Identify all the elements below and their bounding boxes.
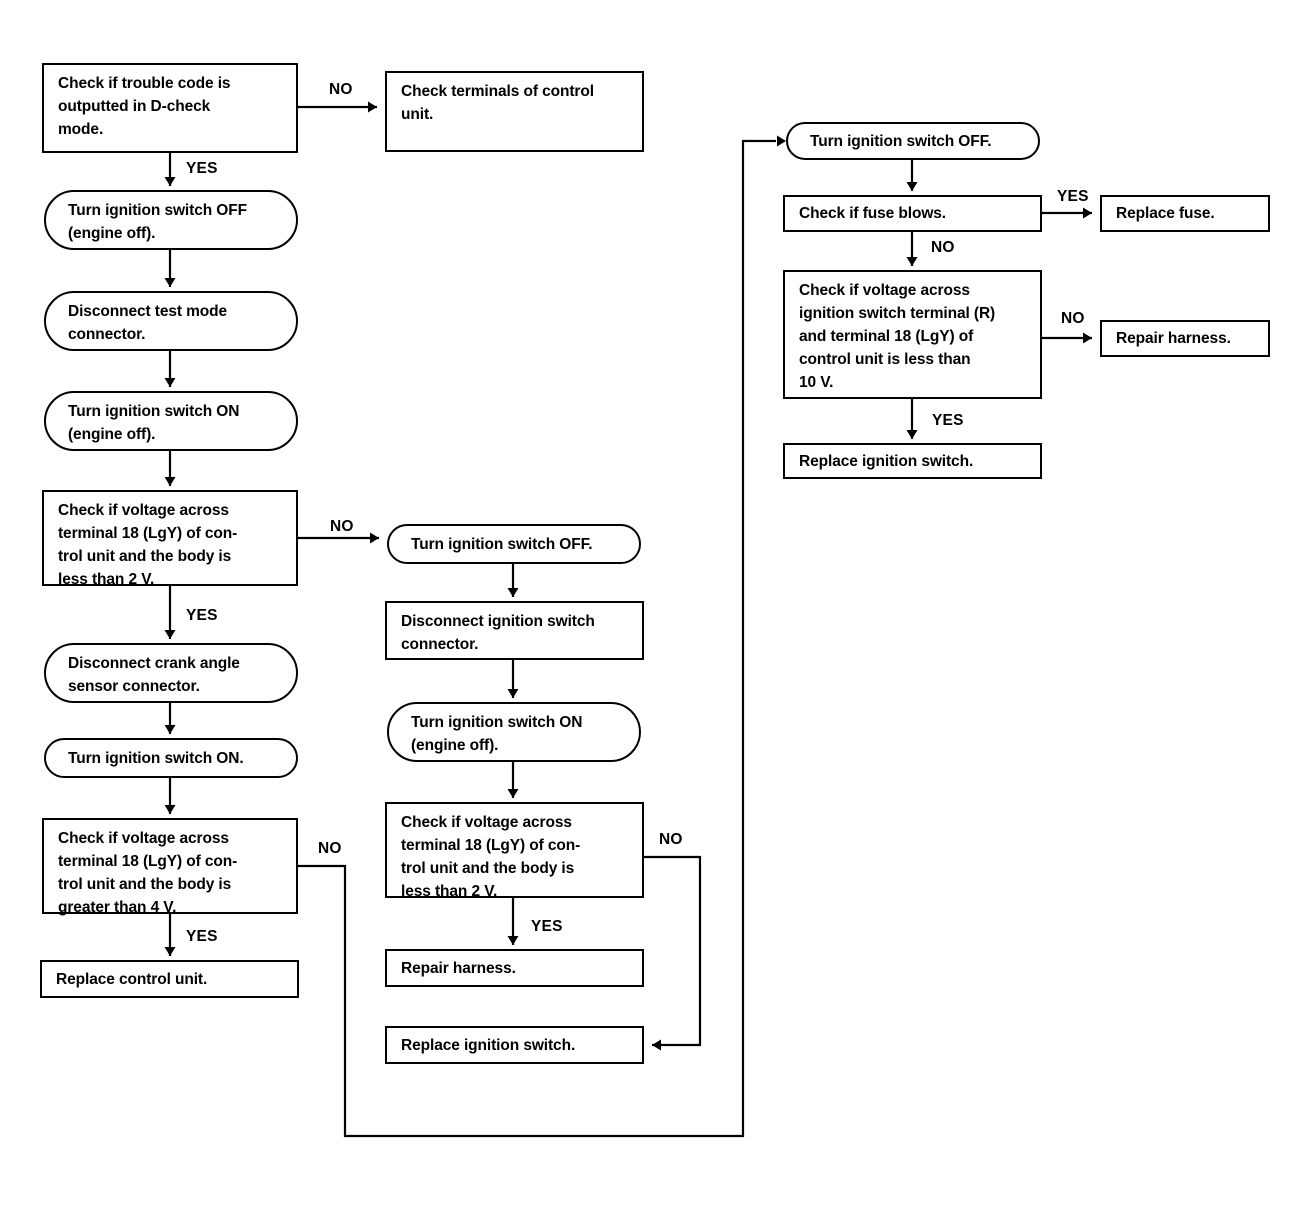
connector-check-4v-no-loop-tail — [741, 139, 776, 145]
connector-check-4v-to-replace-cu-arrowhead — [164, 947, 176, 956]
repair-harness-right-box: Repair harness. — [1100, 320, 1270, 357]
connector-ignition-off-to-disconnect-arrowhead — [164, 278, 176, 287]
disconnect-test-mode-connector-pill: Disconnect test mode connector. — [44, 291, 298, 351]
connector-ignition-off-mid-to-disconnect-arrowhead — [507, 588, 519, 597]
disconnect-crank-angle-sensor-pill: Disconnect crank angle sensor connector. — [44, 643, 298, 703]
turn-ignition-on-engine-off-pill: Turn ignition switch ON (engine off). — [44, 391, 298, 451]
connector-disconnect-to-ignition-on-arrowhead — [164, 378, 176, 387]
disconnect-ignition-switch-connector-box: Disconnect ignition switch connector. — [385, 601, 644, 660]
connector-check-2v-to-crank-sensor-arrowhead — [164, 630, 176, 639]
edge-label-yes-voltage-4v: YES — [186, 928, 218, 945]
edge-label-yes-trouble-code: YES — [186, 160, 218, 177]
connector-ignition-on-mid-to-check-2v-arrowhead — [507, 789, 519, 798]
check-trouble-code-box: Check if trouble code is outputted in D-… — [42, 63, 298, 153]
connector-check-2v-mid-to-repair-arrowhead — [507, 936, 519, 945]
edge-label-no-fuse-blows: NO — [931, 239, 955, 256]
turn-ignition-off-right-pill: Turn ignition switch OFF. — [786, 122, 1040, 160]
turn-ignition-on-engine-off-middle-pill: Turn ignition switch ON (engine off). — [387, 702, 641, 762]
turn-ignition-off-middle-pill: Turn ignition switch OFF. — [387, 524, 641, 564]
connector-check-2v-to-ignition-off-mid-arrowhead — [370, 532, 379, 544]
edge-label-yes-voltage-2v-left: YES — [186, 607, 218, 624]
edge-label-no-voltage-10v: NO — [1061, 310, 1085, 327]
connector-check-2v-mid-no-to-replace — [644, 855, 702, 1047]
replace-fuse-box: Replace fuse. — [1100, 195, 1270, 232]
edge-label-no-voltage-4v: NO — [318, 840, 342, 857]
connector-check-4v-no-loop-arrowhead — [777, 135, 786, 147]
edge-label-yes-voltage-10v: YES — [932, 412, 964, 429]
replace-ignition-switch-middle-box: Replace ignition switch. — [385, 1026, 644, 1064]
turn-ignition-on-pill: Turn ignition switch ON. — [44, 738, 298, 778]
check-voltage-less-than-2v-middle-box: Check if voltage across terminal 18 (LgY… — [385, 802, 644, 900]
edge-label-no-voltage-2v-mid: NO — [659, 831, 683, 848]
connector-trouble-code-to-ignition-off-arrowhead — [164, 177, 176, 186]
connector-ignition-on-to-check-4v-arrowhead — [164, 805, 176, 814]
edge-label-yes-fuse-blows: YES — [1057, 188, 1089, 205]
connector-crank-sensor-to-ignition-on-arrowhead — [164, 725, 176, 734]
edge-label-yes-voltage-2v-mid: YES — [531, 918, 563, 935]
check-voltage-less-than-10v-box: Check if voltage across ignition switch … — [783, 270, 1042, 399]
connector-check-2v-mid-no-to-replace-arrowhead — [652, 1039, 661, 1051]
replace-ignition-switch-right-box: Replace ignition switch. — [783, 443, 1042, 479]
connector-check-10v-no-to-repair-arrowhead — [1083, 332, 1092, 344]
check-voltage-greater-than-4v-box: Check if voltage across terminal 18 (LgY… — [42, 818, 298, 916]
connector-check-10v-yes-to-replace-sw-arrowhead — [906, 430, 918, 439]
edge-label-no-voltage-2v-left: NO — [330, 518, 354, 535]
check-terminals-box: Check terminals of control unit. — [385, 71, 644, 152]
connector-fuse-no-to-check-10v-arrowhead — [906, 257, 918, 266]
turn-ignition-off-engine-off-pill: Turn ignition switch OFF (engine off). — [44, 190, 298, 250]
replace-control-unit-box: Replace control unit. — [40, 960, 299, 998]
connector-trouble-code-to-terminals-arrowhead — [368, 101, 377, 113]
connector-disconnect-to-ignition-on-mid-arrowhead — [507, 689, 519, 698]
check-fuse-blows-box: Check if fuse blows. — [783, 195, 1042, 232]
connector-fuse-yes-to-replace-fuse-arrowhead — [1083, 207, 1092, 219]
connector-ignition-on-to-check-2v-arrowhead — [164, 477, 176, 486]
check-voltage-less-than-2v-left-box: Check if voltage across terminal 18 (LgY… — [42, 490, 298, 588]
connector-ignition-off-right-to-fuse-arrowhead — [906, 182, 918, 191]
repair-harness-middle-box: Repair harness. — [385, 949, 644, 987]
edge-label-no-trouble-code: NO — [329, 81, 353, 98]
